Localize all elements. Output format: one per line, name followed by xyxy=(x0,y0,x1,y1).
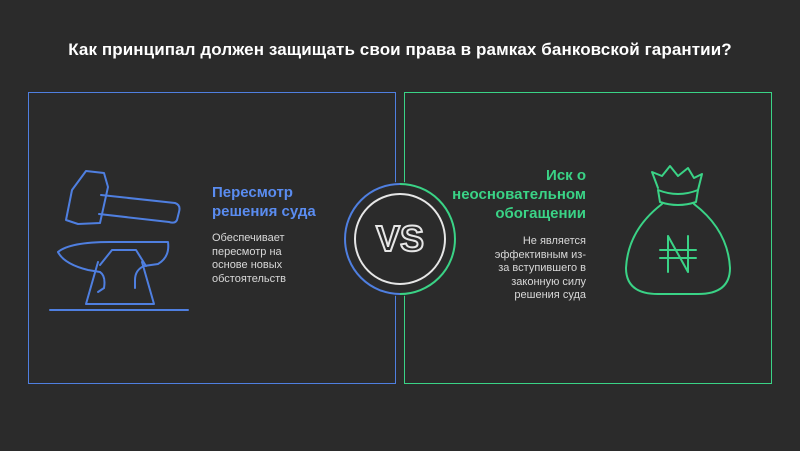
money-bag-icon xyxy=(625,165,731,295)
left-heading: Пересмотр решения суда xyxy=(212,184,316,220)
right-heading: Иск о неосновательном обогащении xyxy=(452,167,586,222)
left-description: Обеспечивает пересмотр на основе новых о… xyxy=(212,232,286,285)
vs-badge: VS xyxy=(343,182,457,296)
right-description: Не является эффективным из- за вступивше… xyxy=(494,235,586,301)
page-title: Как принципал должен защищать свои права… xyxy=(68,40,732,59)
vs-label: VS xyxy=(376,218,424,259)
hammer-anvil-icon xyxy=(49,170,189,311)
